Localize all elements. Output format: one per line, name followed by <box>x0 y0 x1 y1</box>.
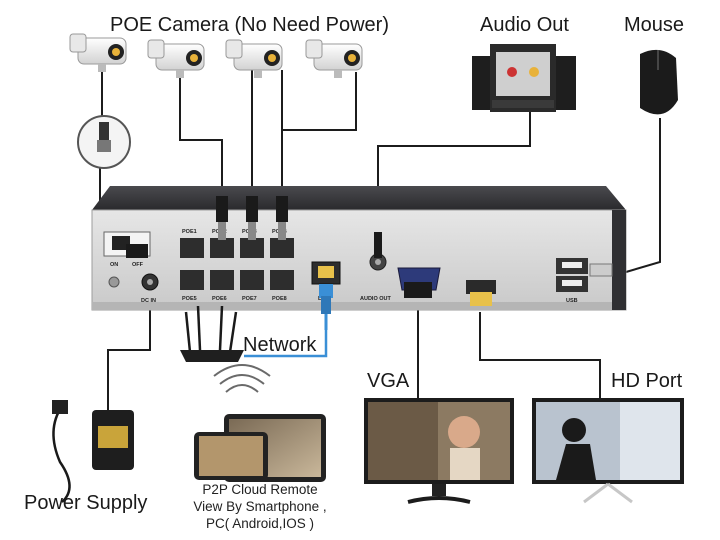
poe-camera-2 <box>147 39 205 78</box>
poe7-label: POE7 <box>242 296 257 302</box>
switch-on-label: ON <box>110 262 118 268</box>
p2p-line-1: P2P Cloud Remote <box>202 482 318 497</box>
hd-monitor <box>532 398 684 504</box>
switch-off-label: OFF <box>132 262 144 268</box>
poe-camera-4 <box>305 39 363 78</box>
poe5-label: POE5 <box>182 296 197 302</box>
rj45-plugs <box>216 196 288 240</box>
network-label: Network <box>243 334 317 356</box>
hd-cable <box>479 312 601 398</box>
p2p-line-2: View By Smartphone , <box>193 499 327 514</box>
nvr-recorder: ON OFF DC IN POE1 POE2 POE3 POE4 POE5 PO… <box>91 186 627 311</box>
side-plug <box>126 244 148 258</box>
router-body <box>180 350 244 362</box>
poe-camera-label: POE Camera (No Need Power) <box>110 14 389 36</box>
audio-out-label: Audio Out <box>480 14 569 36</box>
mouse-cable <box>625 118 661 273</box>
vga-label: VGA <box>367 370 410 392</box>
router-icon <box>184 305 238 353</box>
lan-plug <box>319 284 333 314</box>
poe-ports-top <box>180 238 294 258</box>
smartphone-icon <box>194 432 268 480</box>
mouse-label: Mouse <box>624 14 685 36</box>
audio-out-port-label: AUDIO OUT <box>360 296 392 302</box>
poe-camera-3 <box>225 39 283 78</box>
dc-in-label: DC IN <box>141 298 156 304</box>
poe8-label: POE8 <box>272 296 287 302</box>
usb-label: USB <box>566 298 578 304</box>
speaker-icon <box>472 44 576 112</box>
vga-monitor <box>364 398 514 504</box>
poe-camera-1 <box>69 33 127 72</box>
connector-zoom-icon <box>77 115 131 169</box>
mouse-icon <box>640 49 678 115</box>
wifi-icon <box>213 364 271 393</box>
poe6-label: POE6 <box>212 296 227 302</box>
power-cable <box>107 300 151 412</box>
poe1-label: POE1 <box>182 229 197 235</box>
power-adapter-icon <box>52 400 134 503</box>
p2p-caption: P2P Cloud Remote View By Smartphone , PC… <box>185 481 335 532</box>
power-supply-label: Power Supply <box>24 492 148 514</box>
poe-ports-bottom <box>180 270 294 290</box>
router-to-lan <box>244 330 328 358</box>
p2p-line-3: PC( Android,IOS ) <box>205 516 315 531</box>
hd-port-label: HD Port <box>611 370 683 392</box>
